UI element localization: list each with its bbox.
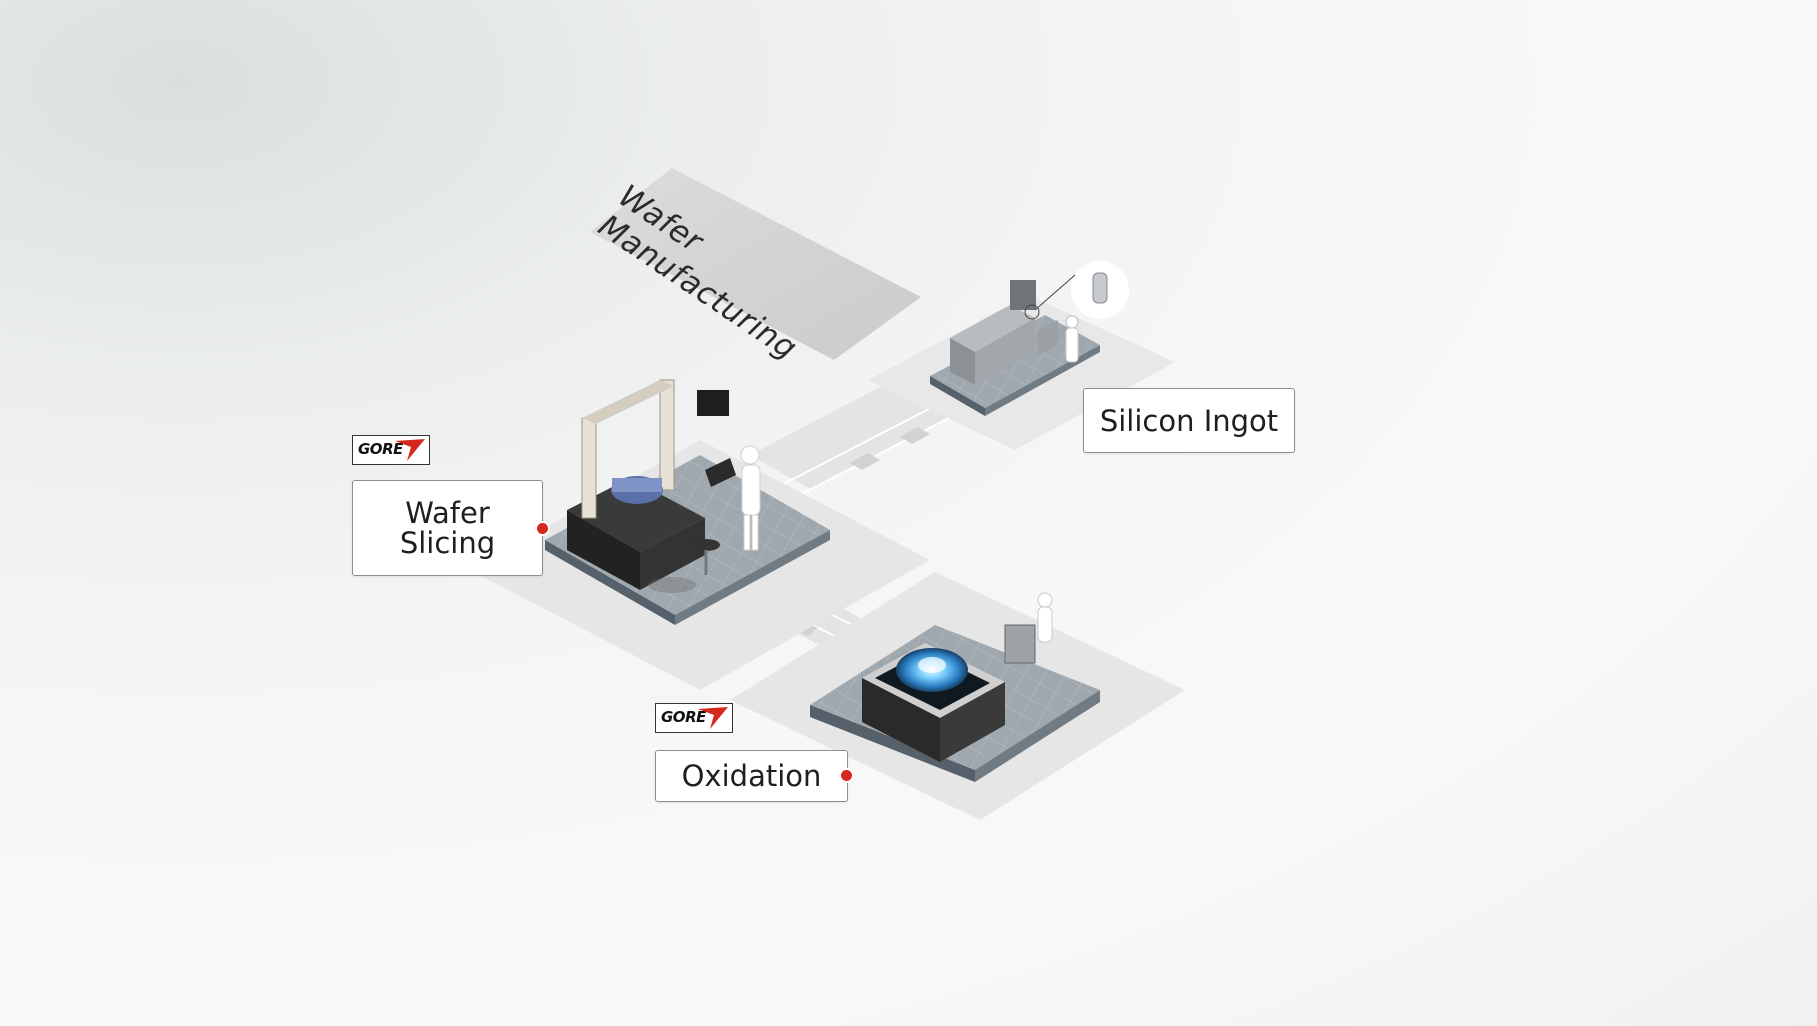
gore-logo-text: GORE <box>358 440 403 458</box>
oxidation-label[interactable]: Oxidation <box>655 750 848 802</box>
wafer-slicing-hotspot[interactable] <box>537 523 548 534</box>
wafer-slicing-label[interactable]: Wafer Slicing <box>352 480 543 576</box>
gore-logo-2: GORE <box>655 703 733 733</box>
oxidation-station <box>730 572 1185 820</box>
wafer-slicing-label-line2: Slicing <box>399 526 496 560</box>
silicon-ingot-label[interactable]: Silicon Ingot <box>1083 388 1295 453</box>
gore-logo: GORE <box>352 435 430 465</box>
wafer-slicing-station <box>470 379 930 690</box>
oxidation-hotspot[interactable] <box>841 770 852 781</box>
gore-logo-mark-icon <box>395 439 425 461</box>
title-plate <box>590 168 921 360</box>
oxidation-label-text: Oxidation <box>681 759 822 793</box>
silicon-ingot-label-text: Silicon Ingot <box>1099 403 1279 438</box>
wafer-slicing-label-line1: Wafer <box>405 496 490 530</box>
gore-logo-2-mark-icon <box>698 707 728 729</box>
silicon-ingot-station <box>868 261 1175 450</box>
gore-logo-2-text: GORE <box>661 708 706 726</box>
